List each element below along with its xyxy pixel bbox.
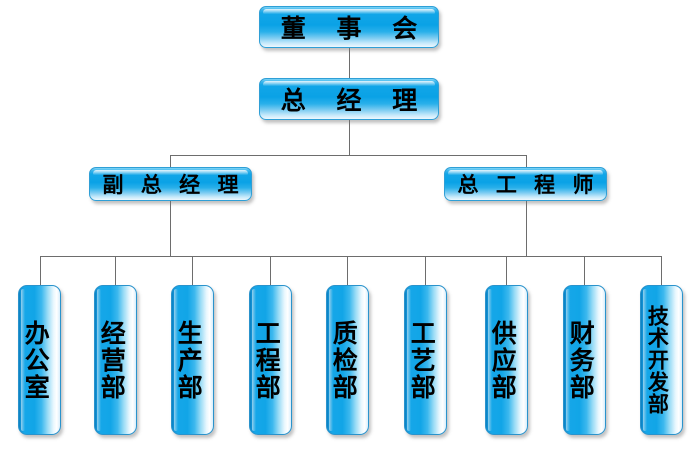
node-board-of-directors[interactable]: 董 事 会	[259, 6, 439, 48]
node-chief-engineer[interactable]: 总 工 程 师	[444, 167, 607, 201]
node-label-deputy-general-manager: 副 总 经 理	[102, 173, 244, 197]
node-label-department-supply: 供应部	[488, 319, 518, 401]
node-department-production[interactable]: 生产部	[171, 285, 214, 435]
node-deputy-general-manager[interactable]: 副 总 经 理	[89, 167, 252, 201]
node-label-department-quality-inspection: 质检部	[329, 319, 359, 401]
connector-drop-dept-4	[270, 256, 271, 285]
node-department-office[interactable]: 办公室	[18, 285, 61, 435]
connector-to-dgm	[170, 155, 171, 167]
connector-drop-dept-5	[347, 256, 348, 285]
connector-department-bus	[40, 256, 662, 257]
connector-drop-dept-9	[661, 256, 662, 285]
connector-drop-dept-7	[506, 256, 507, 285]
connector-drop-dept-3	[192, 256, 193, 285]
node-department-quality-inspection[interactable]: 质检部	[326, 285, 369, 435]
node-label-department-office: 办公室	[21, 319, 51, 401]
connector-level3-bus	[170, 155, 526, 156]
connector-drop-dept-8	[584, 256, 585, 285]
node-department-supply[interactable]: 供应部	[485, 285, 528, 435]
node-general-manager[interactable]: 总 经 理	[259, 78, 439, 120]
node-department-business[interactable]: 经营部	[94, 285, 137, 435]
node-department-engineering[interactable]: 工程部	[249, 285, 292, 435]
connector-drop-dept-2	[115, 256, 116, 285]
connector-board-to-gm	[349, 48, 350, 78]
node-label-department-technology-development: 技术开发部	[645, 305, 670, 415]
connector-drop-dept-6	[425, 256, 426, 285]
node-department-technology-development[interactable]: 技术开发部	[640, 285, 683, 435]
node-label-department-engineering: 工程部	[252, 319, 282, 401]
connector-gm-down	[349, 120, 350, 155]
node-label-board-of-directors: 董 事 会	[280, 14, 429, 43]
node-label-department-production: 生产部	[174, 319, 204, 401]
node-label-department-process: 工艺部	[407, 319, 437, 401]
connector-drop-dept-1	[40, 256, 41, 285]
connector-dgm-down	[170, 201, 171, 256]
connector-ce-down	[526, 201, 527, 256]
node-department-process[interactable]: 工艺部	[404, 285, 447, 435]
node-label-department-finance: 财务部	[566, 319, 596, 401]
node-label-general-manager: 总 经 理	[280, 86, 429, 115]
node-label-chief-engineer: 总 工 程 师	[457, 173, 599, 197]
node-label-department-business: 经营部	[97, 319, 127, 401]
connector-to-chief-engineer	[526, 155, 527, 167]
node-department-finance[interactable]: 财务部	[563, 285, 606, 435]
